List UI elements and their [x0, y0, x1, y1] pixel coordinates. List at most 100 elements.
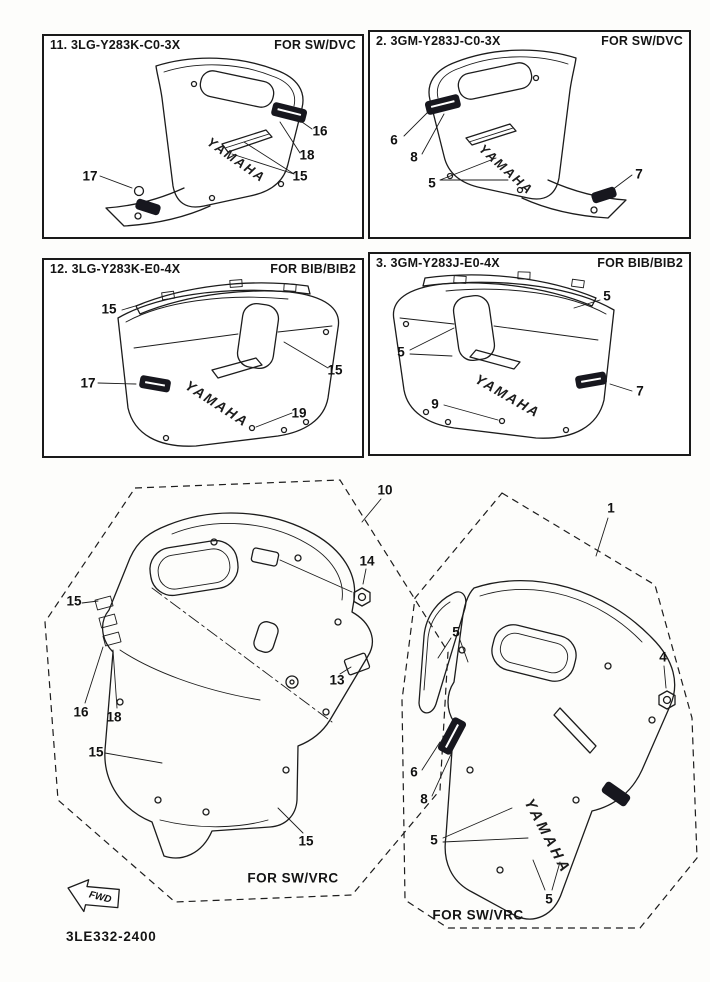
cowl-outline [117, 289, 340, 447]
panel-3-header: 3. 3GM-Y283J-E0-4X FOR BIB/BIB2 [376, 256, 683, 270]
right-group-variant-label: FOR SW/VRC [432, 907, 524, 923]
callout-5: 5 [545, 891, 553, 907]
yamaha-logo-text: YAMAHA [520, 796, 574, 877]
window-recess [199, 70, 275, 108]
callout-5: 5 [603, 288, 611, 304]
callout-19: 19 [291, 405, 307, 421]
vent-slot [221, 129, 273, 153]
callout-7: 7 [635, 166, 643, 182]
panel-code: 11. 3LG-Y283K-C0-3X [50, 38, 181, 52]
callout-17: 17 [80, 375, 96, 391]
top-bracket-strip [135, 282, 311, 315]
yamaha-logo-text: YAMAHA [473, 371, 544, 421]
left-cowl-inner-view [94, 512, 373, 859]
cowl-outline [428, 49, 577, 200]
callout-16: 16 [73, 704, 89, 720]
panel-variant: FOR SW/DVC [601, 34, 683, 48]
vent-slot [553, 707, 597, 754]
callout-8: 8 [420, 791, 428, 807]
panel-3-drawing: YAMAHA [392, 271, 633, 439]
vent-slot [211, 357, 263, 379]
callout-7: 7 [636, 383, 644, 399]
right-group-dashed-outline [401, 492, 698, 929]
panel-11-drawing: YAMAHA [99, 57, 313, 227]
vent-slot [465, 123, 517, 146]
bottom-groups-drawing: YAMAHA FWD [44, 479, 698, 929]
left-group-variant-label: FOR SW/VRC [247, 870, 339, 886]
panel-box-3: 3. 3GM-Y283J-E0-4X FOR BIB/BIB2 [368, 252, 691, 456]
panel-2-drawing: YAMAHA [403, 49, 633, 219]
callout-15: 15 [66, 593, 82, 609]
fwd-label: FWD [88, 889, 113, 905]
callout-13: 13 [329, 672, 345, 688]
cowl-outline [102, 512, 373, 859]
hook-bracket [253, 621, 279, 653]
left-leader-lines [81, 498, 382, 834]
latch-plate [250, 547, 280, 567]
window-recess [457, 62, 533, 100]
panel-variant: FOR BIB/BIB2 [270, 262, 356, 276]
wing-emblem-7 [591, 186, 617, 204]
callout-18: 18 [299, 147, 315, 163]
lower-emblem [601, 781, 631, 807]
callout-16: 16 [312, 123, 328, 139]
callout-14: 14 [359, 553, 375, 569]
panel-2-header: 2. 3GM-Y283J-C0-3X FOR SW/DVC [376, 34, 683, 48]
nut-14 [353, 587, 371, 607]
model-emblem-6-8 [424, 94, 461, 115]
model-emblem-7 [575, 371, 607, 389]
callout-15: 15 [292, 168, 308, 184]
leader-lines [99, 114, 313, 189]
panel-box-2: 2. 3GM-Y283J-C0-3X FOR SW/DVC [368, 30, 691, 239]
panel-variant: FOR SW/DVC [274, 38, 356, 52]
cowl-outline [155, 57, 304, 208]
callout-1: 1 [607, 500, 615, 516]
screw-17 [133, 185, 145, 197]
damper-plate-13 [343, 652, 371, 676]
leader-lines [97, 303, 329, 428]
callout-6: 6 [410, 764, 418, 780]
window-recess [491, 624, 577, 682]
leader-lines [409, 299, 633, 421]
panel-12-header: 12. 3LG-Y283K-E0-4X FOR BIB/BIB2 [50, 262, 356, 276]
leader-lines [403, 111, 633, 191]
nut-4 [658, 690, 676, 710]
panel-code: 12. 3LG-Y283K-E0-4X [50, 262, 181, 276]
panel-12-drawing: YAMAHA [97, 279, 340, 447]
model-emblem-6-8 [437, 717, 467, 755]
callout-5: 5 [430, 832, 438, 848]
panel-11-header: 11. 3LG-Y283K-C0-3X FOR SW/DVC [50, 38, 356, 52]
callout-8: 8 [410, 149, 418, 165]
panel-box-11: 11. 3LG-Y283K-C0-3X FOR SW/DVC [42, 34, 364, 239]
model-emblem-16 [271, 102, 308, 123]
callout-4: 4 [659, 649, 667, 665]
window-recess [149, 539, 239, 597]
callout-6: 6 [390, 132, 398, 148]
callout-15: 15 [327, 362, 343, 378]
lower-wing [521, 179, 627, 219]
panel-code: 3. 3GM-Y283J-E0-4X [376, 256, 500, 270]
callout-10: 10 [377, 482, 393, 498]
yamaha-logo-text: YAMAHA [182, 377, 251, 430]
callout-5: 5 [452, 624, 460, 640]
fwd-arrow-icon: FWD [67, 879, 120, 913]
lower-wing [105, 187, 211, 227]
vent-slot [469, 349, 521, 370]
callout-15: 15 [298, 833, 314, 849]
panel-box-12: 12. 3LG-Y283K-E0-4X FOR BIB/BIB2 [42, 258, 364, 458]
callout-9: 9 [431, 396, 439, 412]
callout-5: 5 [428, 175, 436, 191]
callout-15: 15 [88, 744, 104, 760]
side-bracket-strip [418, 591, 467, 714]
cowl-outline [392, 281, 615, 439]
wing-emblem [135, 198, 161, 216]
callout-15: 15 [101, 301, 117, 317]
top-bracket-strip [422, 274, 597, 307]
right-leader-lines [421, 517, 667, 891]
page-part-number: 3LE332-2400 [66, 929, 157, 944]
callout-18: 18 [106, 709, 122, 725]
right-cowl-outer-view [418, 580, 676, 920]
panel-variant: FOR BIB/BIB2 [597, 256, 683, 270]
cowl-outline [444, 580, 676, 920]
model-emblem-17 [139, 375, 171, 393]
